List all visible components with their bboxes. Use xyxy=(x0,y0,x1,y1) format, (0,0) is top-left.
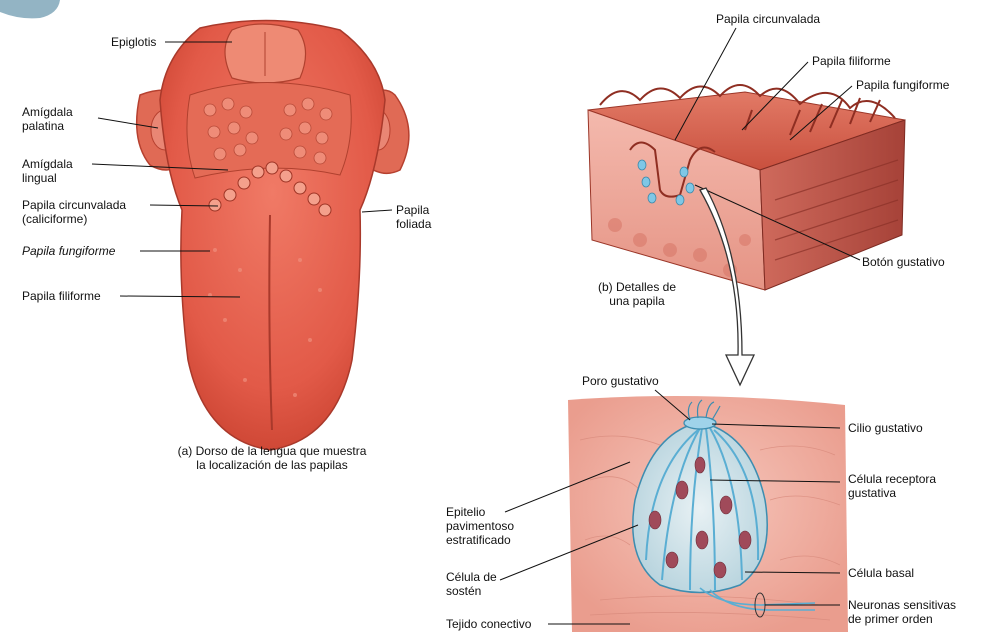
label-celula-sosten: Célula de sostén xyxy=(446,570,497,598)
label-tejido-conectivo: Tejido conectivo xyxy=(446,617,532,631)
label-neuronas: Neuronas sensitivas de primer orden xyxy=(848,598,957,626)
caption-panel-b: (b) Detalles de una papila xyxy=(597,280,677,308)
leaders-panel-a xyxy=(91,41,393,298)
label-boton-gustativo: Botón gustativo xyxy=(862,255,945,269)
caption-panel-a: (a) Dorso de la lengua que muestra la lo… xyxy=(177,444,367,472)
label-celula-receptora: Célula receptora gustativa xyxy=(848,472,937,500)
papilla-block-illustration xyxy=(587,84,906,291)
label-amigdala-lingual: Amígdala lingual xyxy=(22,157,73,185)
leaders-panel-c xyxy=(499,389,841,625)
label-papila-filiforme-b: Papila filiforme xyxy=(812,54,891,68)
label-celula-basal: Célula basal xyxy=(848,566,915,580)
label-amigdala-palatina: Amígdala palatina xyxy=(22,105,73,133)
label-papila-circunvalada-a: Papila circunvalada (caliciforme) xyxy=(22,198,127,226)
label-papila-fungiforme-a: Papila fungiforme xyxy=(22,244,116,258)
label-papila-fungiforme-b: Papila fungiforme xyxy=(856,78,950,92)
label-epitelio: Epitelio pavimentoso estratificado xyxy=(446,505,515,547)
zoom-arrow xyxy=(699,187,756,387)
tongue-illustration xyxy=(135,19,410,451)
label-papila-foliada: Papila foliada xyxy=(396,203,432,231)
label-epiglotis: Epiglotis xyxy=(111,35,157,49)
taste-bud-illustration xyxy=(568,396,848,632)
label-papila-filiforme-a: Papila filiforme xyxy=(22,289,101,303)
label-cilio-gustativo: Cilio gustativo xyxy=(848,421,923,435)
label-papila-circunvalada-b: Papila circunvalada xyxy=(716,12,821,26)
leaders-panel-b xyxy=(674,27,861,261)
corner-logo-fragment xyxy=(0,0,60,19)
label-poro-gustativo: Poro gustativo xyxy=(582,374,659,388)
